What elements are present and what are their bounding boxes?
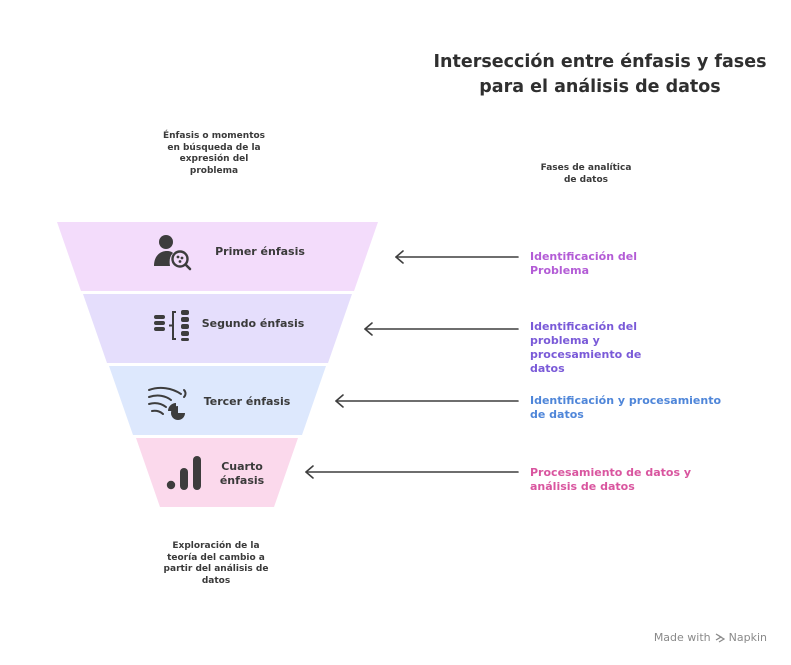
arrow-phase-3	[335, 394, 519, 408]
chart-wind-icon	[148, 386, 187, 420]
stage-label-tercer: Tercer énfasis	[203, 395, 291, 408]
phase-procesamiento-analisis: Procesamiento de datos y análisis de dat…	[530, 466, 691, 493]
note-exploration: Exploración de la teoría del cambio a pa…	[163, 541, 269, 586]
funnel-band-primer	[57, 222, 378, 291]
phase-identificacion-problema: Identificación del Problema	[530, 250, 637, 277]
napkin-watermark: Made with Napkin	[654, 631, 767, 644]
phase-identificacion-procesamiento-1: Identificación del problema y procesamie…	[530, 320, 642, 375]
arrow-phase-2	[364, 322, 519, 336]
phase-identificacion-procesamiento-2: Identificación y procesamiento de datos	[530, 394, 722, 421]
funnel-band-cuarto	[136, 438, 298, 507]
arrow-phase-4	[305, 465, 519, 479]
stage-label-primer: Primer énfasis	[215, 245, 305, 258]
arrow-phase-1	[395, 250, 519, 264]
bar-chart-icon	[166, 456, 201, 490]
note-emphasis: Énfasis o momentos en búsqueda de la exp…	[162, 131, 266, 176]
data-list-icon	[154, 310, 189, 341]
diagram-title: Intersección entre énfasis y fases para …	[433, 52, 767, 97]
made-with-label: Made with	[653, 631, 711, 644]
user-search-icon	[154, 235, 192, 271]
napkin-logo-icon	[715, 633, 725, 643]
napkin-brand-label: Napkin	[728, 631, 767, 644]
funnel-band-segundo	[83, 294, 352, 363]
funnel-band-tercer	[109, 366, 326, 435]
note-phases: Fases de analítica de datos	[540, 163, 632, 185]
stage-label-segundo: Segundo énfasis	[201, 317, 305, 330]
stage-label-cuarto: Cuarto énfasis	[219, 460, 265, 487]
